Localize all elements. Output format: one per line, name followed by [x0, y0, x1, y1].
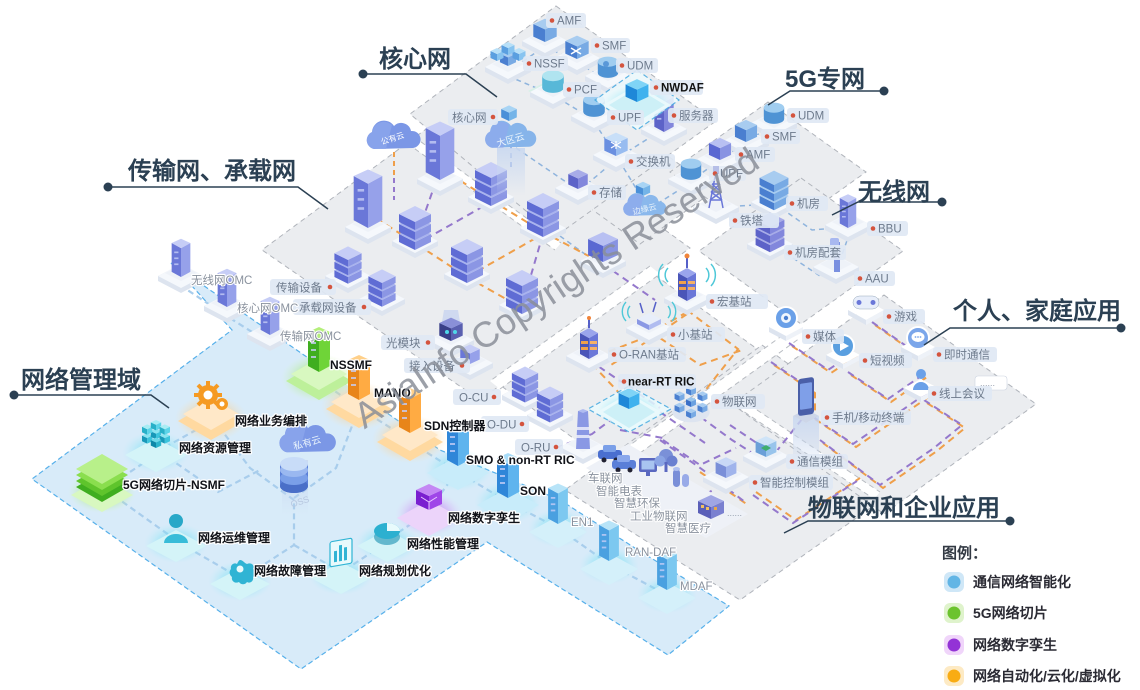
- svg-text:网络性能管理: 网络性能管理: [407, 536, 479, 551]
- svg-text:短视频: 短视频: [870, 354, 905, 368]
- svg-text:5G网络切片: 5G网络切片: [973, 605, 1048, 621]
- svg-text:智慧环保: 智慧环保: [614, 496, 660, 510]
- svg-text:物联网: 物联网: [722, 395, 757, 409]
- svg-text:SMF: SMF: [772, 132, 796, 144]
- svg-text:小基站: 小基站: [678, 328, 713, 342]
- svg-text:网络故障管理: 网络故障管理: [254, 563, 326, 578]
- svg-text:网络管理域: 网络管理域: [21, 366, 141, 394]
- svg-text:传输网OMC: 传输网OMC: [280, 329, 341, 343]
- svg-text:核心网OMC: 核心网OMC: [237, 301, 298, 315]
- svg-text:AAU: AAU: [865, 274, 889, 286]
- svg-text:......: ......: [727, 508, 742, 518]
- svg-text:无线网OMC: 无线网OMC: [191, 273, 252, 287]
- svg-text:光模块: 光模块: [386, 336, 421, 350]
- svg-text:UDM: UDM: [627, 61, 653, 73]
- svg-text:接入设备: 接入设备: [409, 359, 455, 373]
- svg-text:网络数字孪生: 网络数字孪生: [973, 637, 1057, 653]
- svg-text:传输网、承载网: 传输网、承载网: [127, 157, 296, 185]
- svg-text:服务器: 服务器: [679, 109, 714, 123]
- svg-text:机房: 机房: [797, 197, 820, 211]
- svg-text:O-RAN基站: O-RAN基站: [619, 348, 680, 362]
- svg-text:车联网: 车联网: [588, 471, 623, 485]
- svg-text:线上会议: 线上会议: [939, 387, 985, 401]
- svg-text:NSSF: NSSF: [534, 59, 565, 71]
- svg-text:网络运维管理: 网络运维管理: [198, 530, 270, 545]
- svg-text:SMO & non-RT RIC: SMO & non-RT RIC: [466, 453, 575, 467]
- svg-text:SON: SON: [520, 484, 546, 498]
- svg-text:near-RT RIC: near-RT RIC: [628, 377, 694, 389]
- svg-text:5G专网: 5G专网: [785, 65, 865, 93]
- svg-text:O-CU: O-CU: [459, 393, 488, 405]
- svg-text:工业物联网: 工业物联网: [630, 509, 688, 523]
- svg-text:网络数字孪生: 网络数字孪生: [448, 510, 520, 525]
- svg-text:O-RU: O-RU: [521, 443, 550, 455]
- svg-text:个人、家庭应用: 个人、家庭应用: [953, 297, 1121, 325]
- svg-text:SDN控制器: SDN控制器: [424, 418, 486, 433]
- svg-text:EN1: EN1: [571, 517, 593, 529]
- svg-text:RAN-DAF: RAN-DAF: [625, 547, 676, 559]
- svg-text:机房配套: 机房配套: [795, 246, 841, 260]
- svg-text:铁塔: 铁塔: [740, 215, 763, 228]
- svg-text:物联网和企业应用: 物联网和企业应用: [808, 494, 1000, 522]
- svg-text:5G网络切片-NSMF: 5G网络切片-NSMF: [123, 477, 225, 492]
- svg-text:网络自动化/云化/虚拟化: 网络自动化/云化/虚拟化: [973, 668, 1121, 684]
- svg-text:BBU: BBU: [878, 224, 902, 236]
- svg-text:通信网络智能化: 通信网络智能化: [973, 574, 1071, 590]
- svg-text:智能控制模组: 智能控制模组: [760, 476, 829, 490]
- svg-text:媒体: 媒体: [813, 330, 836, 344]
- svg-text:网络业务编排: 网络业务编排: [235, 413, 307, 428]
- svg-text:MANO: MANO: [374, 386, 411, 400]
- svg-text:网络资源管理: 网络资源管理: [179, 440, 251, 455]
- svg-text:SMF: SMF: [602, 41, 626, 53]
- svg-text:手机/移动终端: 手机/移动终端: [832, 411, 904, 425]
- svg-text:宏基站: 宏基站: [717, 295, 752, 309]
- svg-text:图例：: 图例：: [942, 544, 987, 562]
- svg-text:AMF: AMF: [746, 150, 770, 162]
- svg-text:UPF: UPF: [720, 169, 743, 181]
- svg-text:PCF: PCF: [574, 85, 597, 97]
- svg-text:NSSMF: NSSMF: [330, 358, 372, 372]
- svg-text:传输设备: 传输设备: [276, 281, 322, 295]
- svg-text:UPF: UPF: [618, 113, 641, 125]
- svg-text:通信模组: 通信模组: [797, 455, 843, 469]
- svg-text:UDM: UDM: [798, 111, 824, 123]
- svg-text:承载网设备: 承载网设备: [299, 301, 357, 315]
- svg-text:智慧医疗: 智慧医疗: [665, 521, 711, 535]
- svg-text:......: ......: [980, 378, 995, 388]
- svg-text:存储: 存储: [599, 186, 622, 200]
- svg-text:核心网: 核心网: [379, 45, 451, 73]
- svg-text:MDAF: MDAF: [680, 581, 713, 593]
- svg-text:游戏: 游戏: [894, 311, 917, 324]
- svg-text:AMF: AMF: [557, 16, 581, 28]
- svg-text:核心网: 核心网: [452, 111, 487, 125]
- svg-text:即时通信: 即时通信: [944, 349, 990, 362]
- svg-text:O-DU: O-DU: [487, 420, 516, 432]
- svg-text:交换机: 交换机: [636, 155, 671, 169]
- svg-text:智能电表: 智能电表: [596, 484, 642, 498]
- svg-text:NWDAF: NWDAF: [661, 83, 704, 95]
- svg-text:网络规划优化: 网络规划优化: [359, 563, 431, 578]
